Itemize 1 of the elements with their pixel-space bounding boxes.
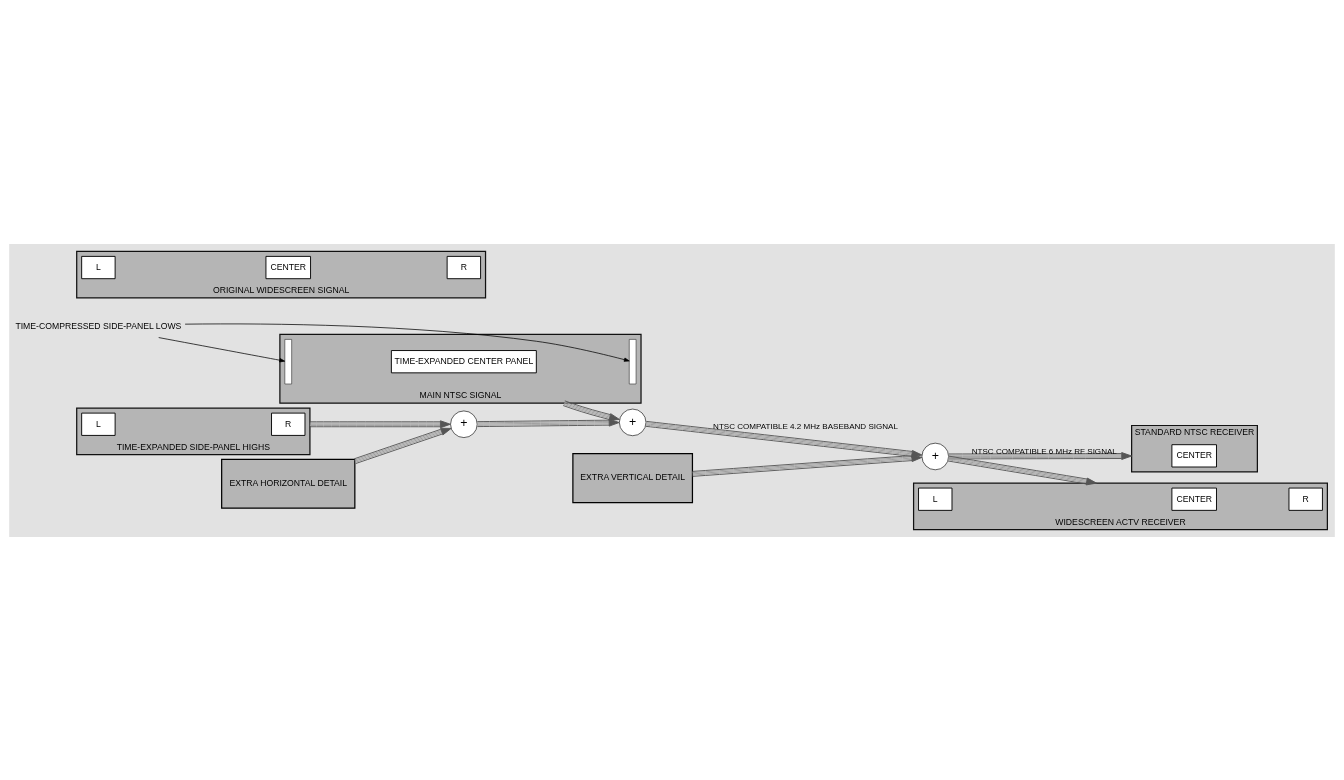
node-text: TIME-COMPRESSED SIDE-PANEL LOWS — [15, 320, 182, 331]
